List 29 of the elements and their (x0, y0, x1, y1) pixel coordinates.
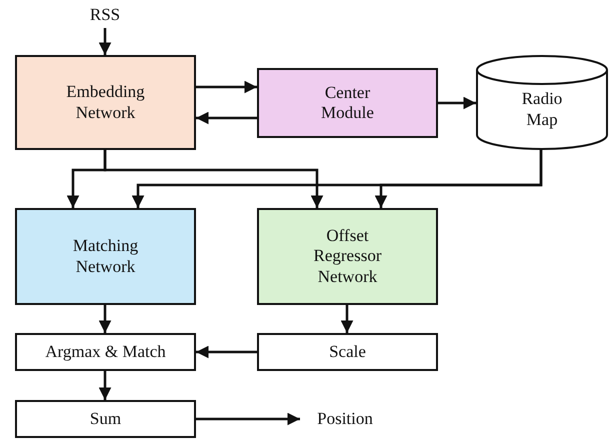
box-label: Argmax & Match (44, 342, 167, 362)
arrow (340, 305, 354, 333)
process-box (15, 208, 196, 305)
arrow (104, 150, 324, 208)
text-label: RSS (88, 4, 122, 26)
arrow (374, 150, 542, 208)
box-label: Scale (328, 342, 367, 362)
process-box (15, 400, 196, 438)
process-box (257, 333, 438, 371)
process-box (257, 208, 438, 305)
database-cylinder (476, 55, 608, 150)
process-box (15, 333, 196, 371)
arrow (98, 28, 112, 55)
process-box (15, 55, 196, 150)
box-label: Center Module (320, 82, 375, 124)
arrow (196, 346, 257, 358)
text-label: Position (316, 408, 374, 430)
process-box (257, 68, 438, 138)
box-label: Embedding Network (65, 82, 146, 123)
arrow (196, 412, 300, 426)
arrow (196, 112, 257, 124)
arrow (98, 305, 112, 333)
arrow (438, 96, 476, 110)
box-label: Matching Network (72, 236, 140, 277)
box-label: Sum (88, 408, 122, 430)
arrow (98, 371, 112, 400)
arrow (196, 80, 257, 94)
box-label: Offset Regressor Network (312, 226, 382, 288)
box-label: Radio Map (520, 89, 564, 130)
